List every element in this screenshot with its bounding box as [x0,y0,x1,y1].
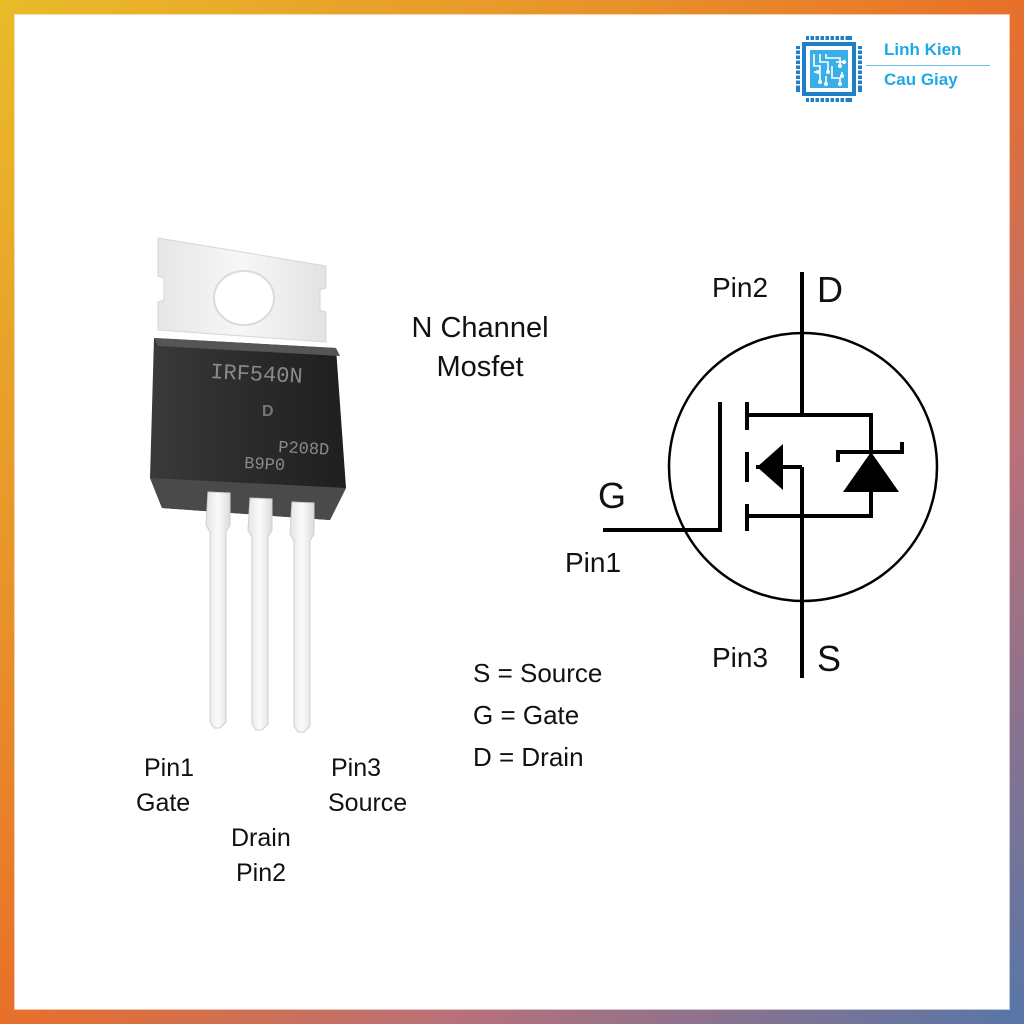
schematic-source-letter: S [817,638,842,679]
brand-name-line2: Cau Giay [884,70,958,89]
title: N Channel Mosfet [380,314,580,382]
manufacturer-mark: D [262,403,274,420]
pin2-name: Drain [231,824,291,852]
lot-code: B9P0 [244,455,286,476]
pin2-leg [247,497,273,731]
schematic-drain-letter: D [817,269,843,310]
legend-item-gate: G = Gate [473,700,580,730]
circuit-chip-icon [796,36,862,102]
pin1-label: Pin1 Gate [136,756,194,816]
transistor-illustration: IRF540N D P208D B9P0 [150,237,346,733]
package-body [150,338,346,520]
brand-name-line1: Linh Kien [884,40,962,59]
mounting-hole [213,270,275,326]
schematic-gate-pin: Pin1 [565,547,622,578]
pin1-leg [205,491,231,729]
pin1-number: Pin1 [144,754,195,782]
legend-item-source: S = Source [473,658,603,688]
body-diode-triangle [843,452,899,492]
legend-item-drain: D = Drain [473,742,584,772]
logo-divider [866,65,990,66]
canvas [15,15,1009,1009]
date-code: P208D [278,439,330,461]
pin3-number: Pin3 [331,754,382,782]
brand-logo: Linh Kien Cau Giay [796,34,992,106]
body-arrow [757,444,783,490]
pin3-name: Source [328,789,408,817]
pin3-leg [289,501,315,733]
schematic-gate-letter: G [598,475,627,516]
pin2-label: Drain Pin2 [231,826,291,886]
schematic-source-pin: Pin3 [712,642,769,673]
pin3-label: Pin3 Source [328,756,407,816]
abbreviation-legend: S = Source G = Gate D = Drain [473,660,602,770]
part-marking: IRF540N [210,360,304,390]
pin1-name: Gate [136,789,191,817]
title-line2: Mosfet [436,351,524,383]
schematic-drain-pin: Pin2 [712,272,769,303]
title-line1: N Channel [411,312,549,344]
pin2-number: Pin2 [236,859,287,887]
